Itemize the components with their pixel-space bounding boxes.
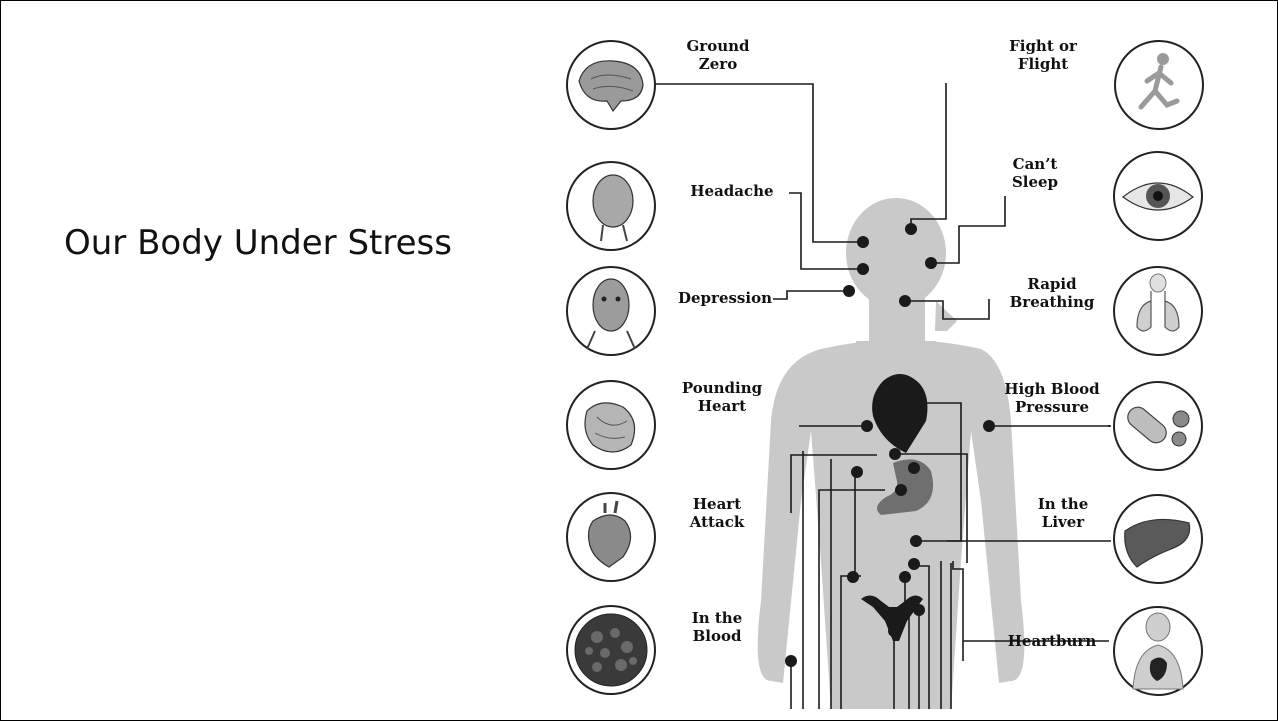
runner-icon bbox=[1115, 41, 1203, 129]
pills-icon bbox=[1114, 382, 1202, 470]
label-ground-zero-2: Zero bbox=[699, 55, 737, 73]
right-icon-circles bbox=[1114, 41, 1203, 695]
left-icon-circles bbox=[567, 41, 655, 694]
label-depression: Depression bbox=[678, 289, 772, 307]
torso-icon bbox=[1114, 607, 1202, 695]
label-rapid-breathing-1: Rapid bbox=[1027, 275, 1077, 293]
label-cant-sleep-2: Sleep bbox=[1012, 173, 1058, 191]
lungs-icon bbox=[1114, 267, 1202, 355]
label-heartburn: Heartburn bbox=[1008, 632, 1097, 650]
label-ground-zero-1: Ground bbox=[686, 37, 750, 55]
label-in-the-blood-2: Blood bbox=[693, 627, 742, 645]
left-labels: Ground Zero Headache Depression Pounding… bbox=[678, 37, 774, 645]
label-heart-attack-1: Heart bbox=[693, 495, 741, 513]
label-fight-or-flight-2: Flight bbox=[1018, 55, 1068, 73]
label-in-the-blood-1: In the bbox=[692, 609, 743, 627]
label-headache: Headache bbox=[690, 182, 773, 200]
brain-icon bbox=[567, 41, 655, 129]
head-muscles-icon bbox=[567, 162, 655, 250]
liver-icon bbox=[1114, 495, 1202, 583]
label-cant-sleep-1: Can’t bbox=[1013, 155, 1058, 173]
label-pounding-heart-1: Pounding bbox=[682, 379, 763, 397]
label-high-blood-pressure-1: High Blood bbox=[1004, 380, 1100, 398]
label-in-the-liver-1: In the bbox=[1038, 495, 1089, 513]
heart-icon bbox=[567, 493, 655, 581]
face-muscles-icon bbox=[567, 267, 655, 355]
label-in-the-liver-2: Liver bbox=[1042, 513, 1086, 531]
label-fight-or-flight-1: Fight or bbox=[1009, 37, 1078, 55]
blood-cells-icon bbox=[567, 606, 655, 694]
heart-cross-section-icon bbox=[567, 381, 655, 469]
label-pounding-heart-2: Heart bbox=[698, 397, 746, 415]
eye-icon bbox=[1114, 152, 1202, 240]
label-heart-attack-2: Attack bbox=[689, 513, 745, 531]
right-labels: Fight or Flight Can’t Sleep Rapid Breath… bbox=[1004, 37, 1100, 650]
label-rapid-breathing-2: Breathing bbox=[1010, 293, 1095, 311]
label-high-blood-pressure-2: Pressure bbox=[1015, 398, 1089, 416]
